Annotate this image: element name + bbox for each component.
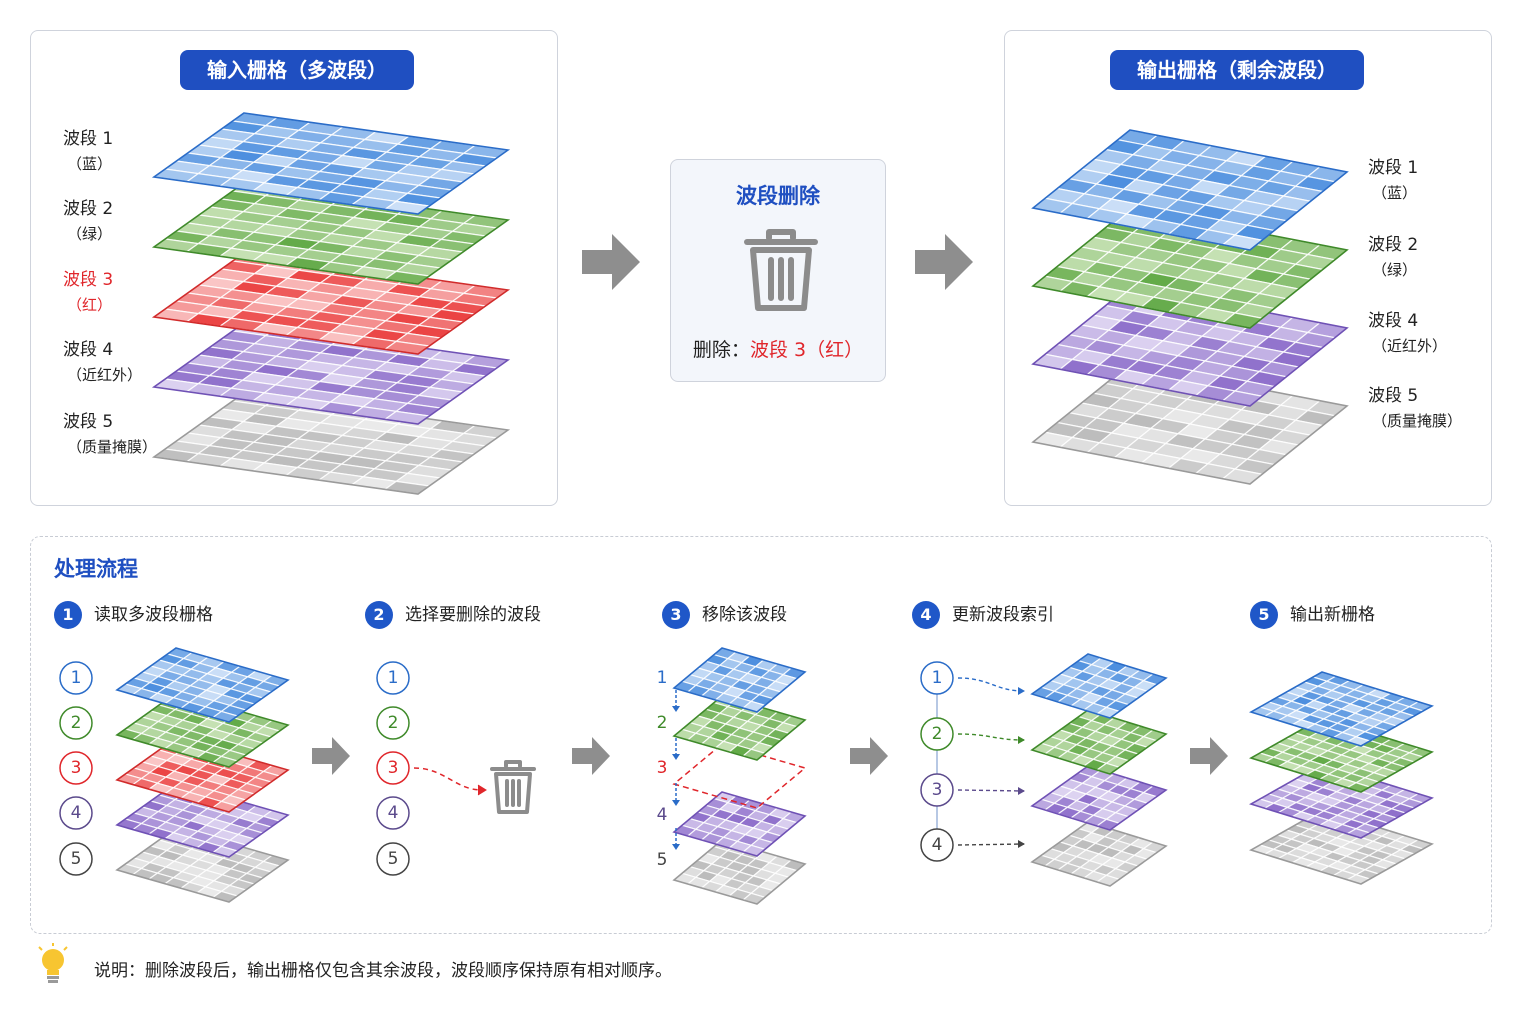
flow-arrow-icon	[312, 737, 350, 775]
output-band-label-1: 波段 1 （蓝）	[1368, 158, 1419, 202]
step4-index-4-label: 4	[931, 835, 943, 855]
step3-index-2: 2	[656, 713, 668, 733]
step1-index-5-label: 5	[70, 849, 82, 869]
process-title: 处理流程	[54, 557, 138, 581]
input-band-label-2: 波段 2 （绿）	[63, 199, 114, 243]
step4-index-3-label: 3	[931, 780, 943, 800]
step2-index-3-label: 3	[387, 758, 399, 778]
step1-index-1-label: 1	[70, 668, 82, 688]
delete-target-text: 删除：波段 3（红）	[692, 339, 864, 361]
input-band-label-5: 波段 5 （质量掩膜）	[63, 412, 158, 456]
flow-arrow-icon	[915, 234, 973, 290]
step3-index-5: 5	[656, 850, 668, 870]
trash-icon	[490, 760, 536, 814]
step2-index-2-label: 2	[387, 713, 399, 733]
step1-index-2-label: 2	[70, 713, 82, 733]
output-band-label-3: 波段 4 （近红外）	[1368, 311, 1448, 355]
output-band-label-2: 波段 2 （绿）	[1368, 235, 1419, 279]
flow-arrow-icon	[572, 737, 610, 775]
input-band-label-4: 波段 4 （近红外）	[63, 340, 143, 384]
flow-arrow-icon	[1190, 737, 1228, 775]
step2-index-1-label: 1	[387, 668, 399, 688]
lightbulb-icon	[38, 943, 68, 983]
step1-index-3-label: 3	[70, 758, 82, 778]
step3-index-1: 1	[656, 668, 668, 688]
step3-index-4: 4	[656, 805, 668, 825]
step2-index-4-label: 4	[387, 803, 399, 823]
trash-icon	[744, 229, 818, 311]
process-flow-panel	[30, 536, 1492, 934]
note-text: 说明：删除波段后，输出栅格仅包含其余波段，波段顺序保持原有相对顺序。	[94, 961, 672, 981]
step4-index-1-label: 1	[931, 668, 943, 688]
input-band-label-1: 波段 1 （蓝）	[63, 129, 114, 173]
output-raster-panel	[1004, 30, 1492, 506]
step1-index-4-label: 4	[70, 803, 82, 823]
step2-index-5-label: 5	[387, 849, 399, 869]
input-band-label-3: 波段 3 （红）	[63, 270, 114, 314]
operation-title: 波段删除	[736, 184, 820, 208]
input-panel-title: 输入栅格（多波段）	[180, 50, 414, 90]
output-band-label-4: 波段 5 （质量掩膜）	[1368, 386, 1463, 430]
step4-index-2-label: 2	[931, 724, 943, 744]
band-delete-card: 波段删除 删除：波段 3（红）	[670, 159, 886, 382]
flow-arrow-icon	[582, 234, 640, 290]
flow-arrow-icon	[850, 737, 888, 775]
output-panel-title: 输出栅格（剩余波段）	[1110, 50, 1364, 90]
step3-index-3: 3	[656, 758, 668, 778]
